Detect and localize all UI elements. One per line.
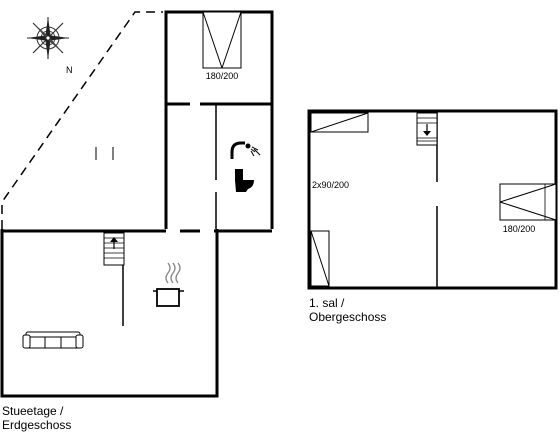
first-floor-caption: 1. sal / Obergeschoss [309,296,386,324]
toilet-icon [235,169,254,192]
single-bed-icon [310,230,330,287]
caption-line: Erdgeschoss [2,418,72,432]
cooking-pot-icon [153,262,184,307]
compass-rose-icon [27,17,69,59]
sofa-icon [22,331,84,349]
north-label: N [66,65,73,75]
terrace-outline [1,11,163,229]
bed-size-label: 2x90/200 [312,180,349,190]
double-bed-icon [202,11,242,69]
stairs-up-icon [103,232,125,266]
double-bed-icon [499,183,557,221]
single-bed-icon [310,112,369,133]
caption-line: Obergeschoss [309,310,387,324]
lower-block-walls [0,229,272,398]
bed-size-label: 180/200 [206,71,239,81]
shower-icon [230,141,261,159]
ground-floor-caption: Stueetage / Erdgeschoss [2,404,71,432]
stairs-down-icon [416,112,438,146]
bed-size-label: 180/200 [503,224,536,234]
caption-line: 1. sal / [309,296,345,310]
caption-line: Stueetage / [2,404,64,418]
